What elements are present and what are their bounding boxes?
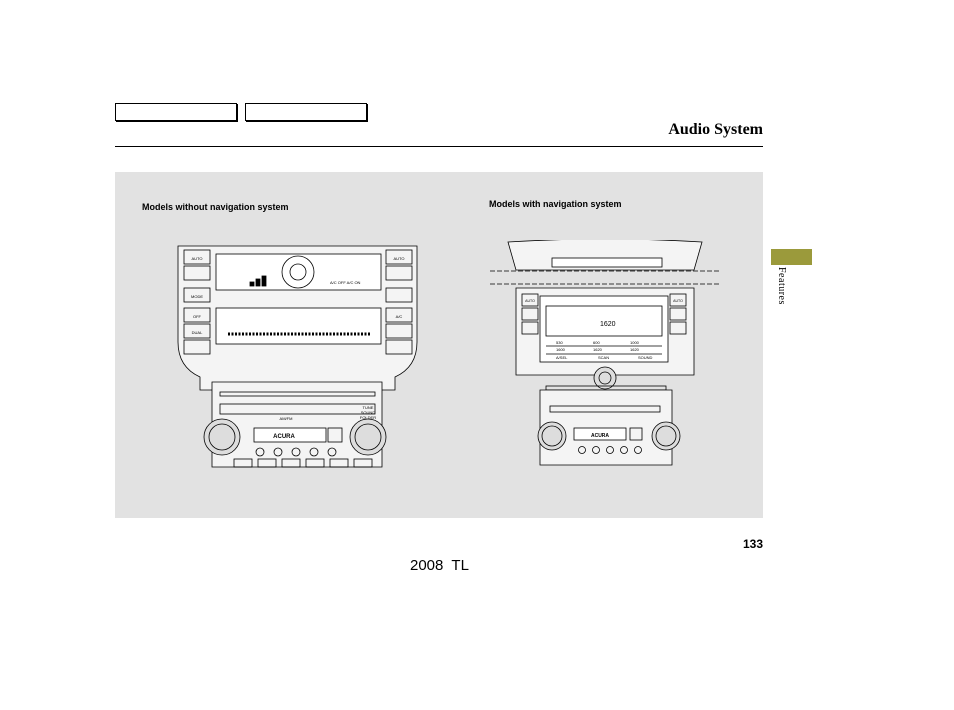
btn-dual: DUAL bbox=[192, 330, 203, 335]
display-ac-status: A/C OFF A/C ON bbox=[330, 280, 361, 285]
page-title: Audio System bbox=[668, 121, 763, 138]
nav-tab-2[interactable] bbox=[245, 103, 367, 121]
btn-mode: MODE bbox=[191, 294, 203, 299]
title-divider bbox=[115, 146, 763, 147]
page-number: 133 bbox=[742, 537, 763, 551]
preset-5: 1620 bbox=[593, 347, 603, 352]
brand-logo-left: ACURA bbox=[273, 434, 295, 440]
section-tab-marker bbox=[771, 249, 812, 265]
btn-auto-left: AUTO bbox=[191, 256, 202, 261]
preset-3: 1000 bbox=[630, 340, 640, 345]
btn-folder: FOLDER bbox=[360, 415, 376, 420]
footer-model-name: 2008 TL bbox=[410, 557, 469, 574]
brand-logo-right: ACURA bbox=[591, 433, 609, 439]
caption-with-nav: Models with navigation system bbox=[489, 199, 622, 209]
btn-off: OFF bbox=[193, 314, 202, 319]
preset-4: 1600 bbox=[556, 347, 566, 352]
preset-6: 1620 bbox=[630, 347, 640, 352]
screen-btn-sound: SOUND bbox=[638, 355, 653, 360]
preset-1: 530 bbox=[556, 340, 563, 345]
nav-tab-1[interactable] bbox=[115, 103, 237, 121]
btn-sound: SOUND bbox=[361, 410, 376, 415]
console-illustration-without-nav: AUTO MODE OFF DUAL AUTO A/C A/C OFF A/C … bbox=[177, 245, 418, 468]
screen-btn-scan: SCAN bbox=[598, 355, 609, 360]
btn-amfm: AM/FM bbox=[280, 416, 293, 421]
btn-auto-right: AUTO bbox=[393, 256, 404, 261]
preset-2: 600 bbox=[593, 340, 600, 345]
btn-ac: A/C bbox=[396, 314, 403, 319]
caption-without-nav: Models without navigation system bbox=[142, 202, 289, 212]
section-label: Features bbox=[776, 267, 787, 305]
btn-auto-right: AUTO bbox=[673, 299, 683, 303]
console-illustration-with-nav: AUTO AUTO 1620 530 600 1000 1600 1620 16… bbox=[490, 240, 720, 466]
btn-tune: TUNE bbox=[363, 405, 374, 410]
btn-auto-left: AUTO bbox=[525, 299, 535, 303]
screen-btn-asel: A/SEL bbox=[556, 355, 568, 360]
screen-frequency: 1620 bbox=[600, 321, 616, 328]
